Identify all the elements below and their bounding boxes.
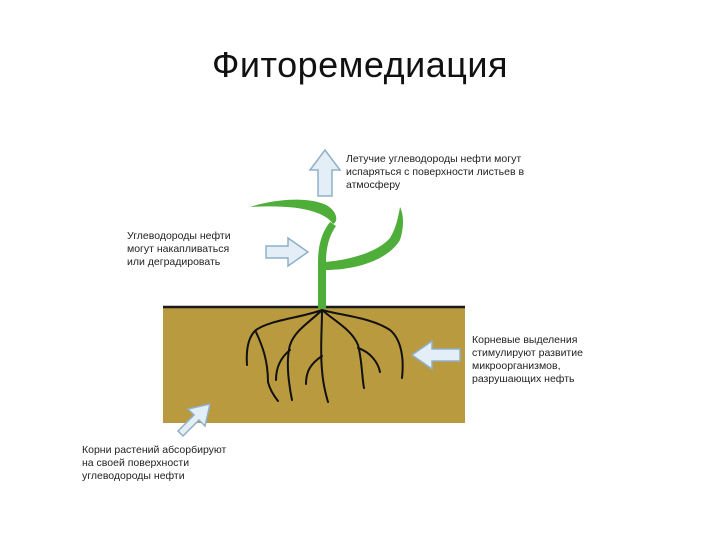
plant-roots xyxy=(245,309,404,403)
label-root-absorption: Корни растений абсорбируют на своей пове… xyxy=(82,444,227,482)
label-volatile-hydrocarbons: Летучие углеводороды нефти могут испарят… xyxy=(346,153,525,191)
arrow-up-icon xyxy=(308,148,342,197)
arrow-diagonal-icon xyxy=(176,403,211,438)
label-root-exudates: Корневые выделения стимулируют развитие … xyxy=(472,334,583,385)
plant-leaf-left xyxy=(250,199,337,224)
label-accumulate-degrade: Углеводороды нефти могут накапливаться и… xyxy=(127,230,231,268)
plant-stem xyxy=(318,222,336,309)
plant-leaf-right xyxy=(325,207,403,270)
arrow-left-icon xyxy=(410,339,461,371)
arrow-right-icon xyxy=(265,236,310,268)
soil-layer xyxy=(163,307,465,423)
plant xyxy=(250,199,403,309)
page-title: Фиторемедиация xyxy=(212,44,508,85)
